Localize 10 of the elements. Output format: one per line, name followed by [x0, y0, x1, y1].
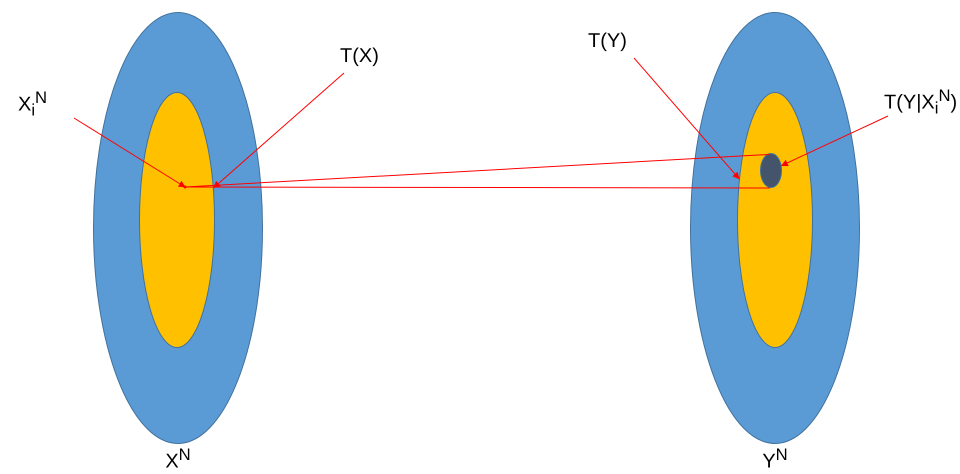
leader-arrow — [634, 58, 740, 180]
annotation-text: T(X) — [340, 45, 379, 68]
leader-arrow — [780, 116, 888, 166]
set-label: Y$^{N}$ — [762, 445, 788, 474]
annotation-text: T(Y|X$_{i}$$^{N}$) — [884, 86, 958, 119]
set-label: X$^{N}$ — [165, 445, 191, 474]
connector-line — [184, 186, 770, 188]
annotation-text: T(Y) — [588, 30, 627, 53]
leader-arrow — [213, 72, 344, 188]
leader-arrow — [74, 118, 186, 188]
